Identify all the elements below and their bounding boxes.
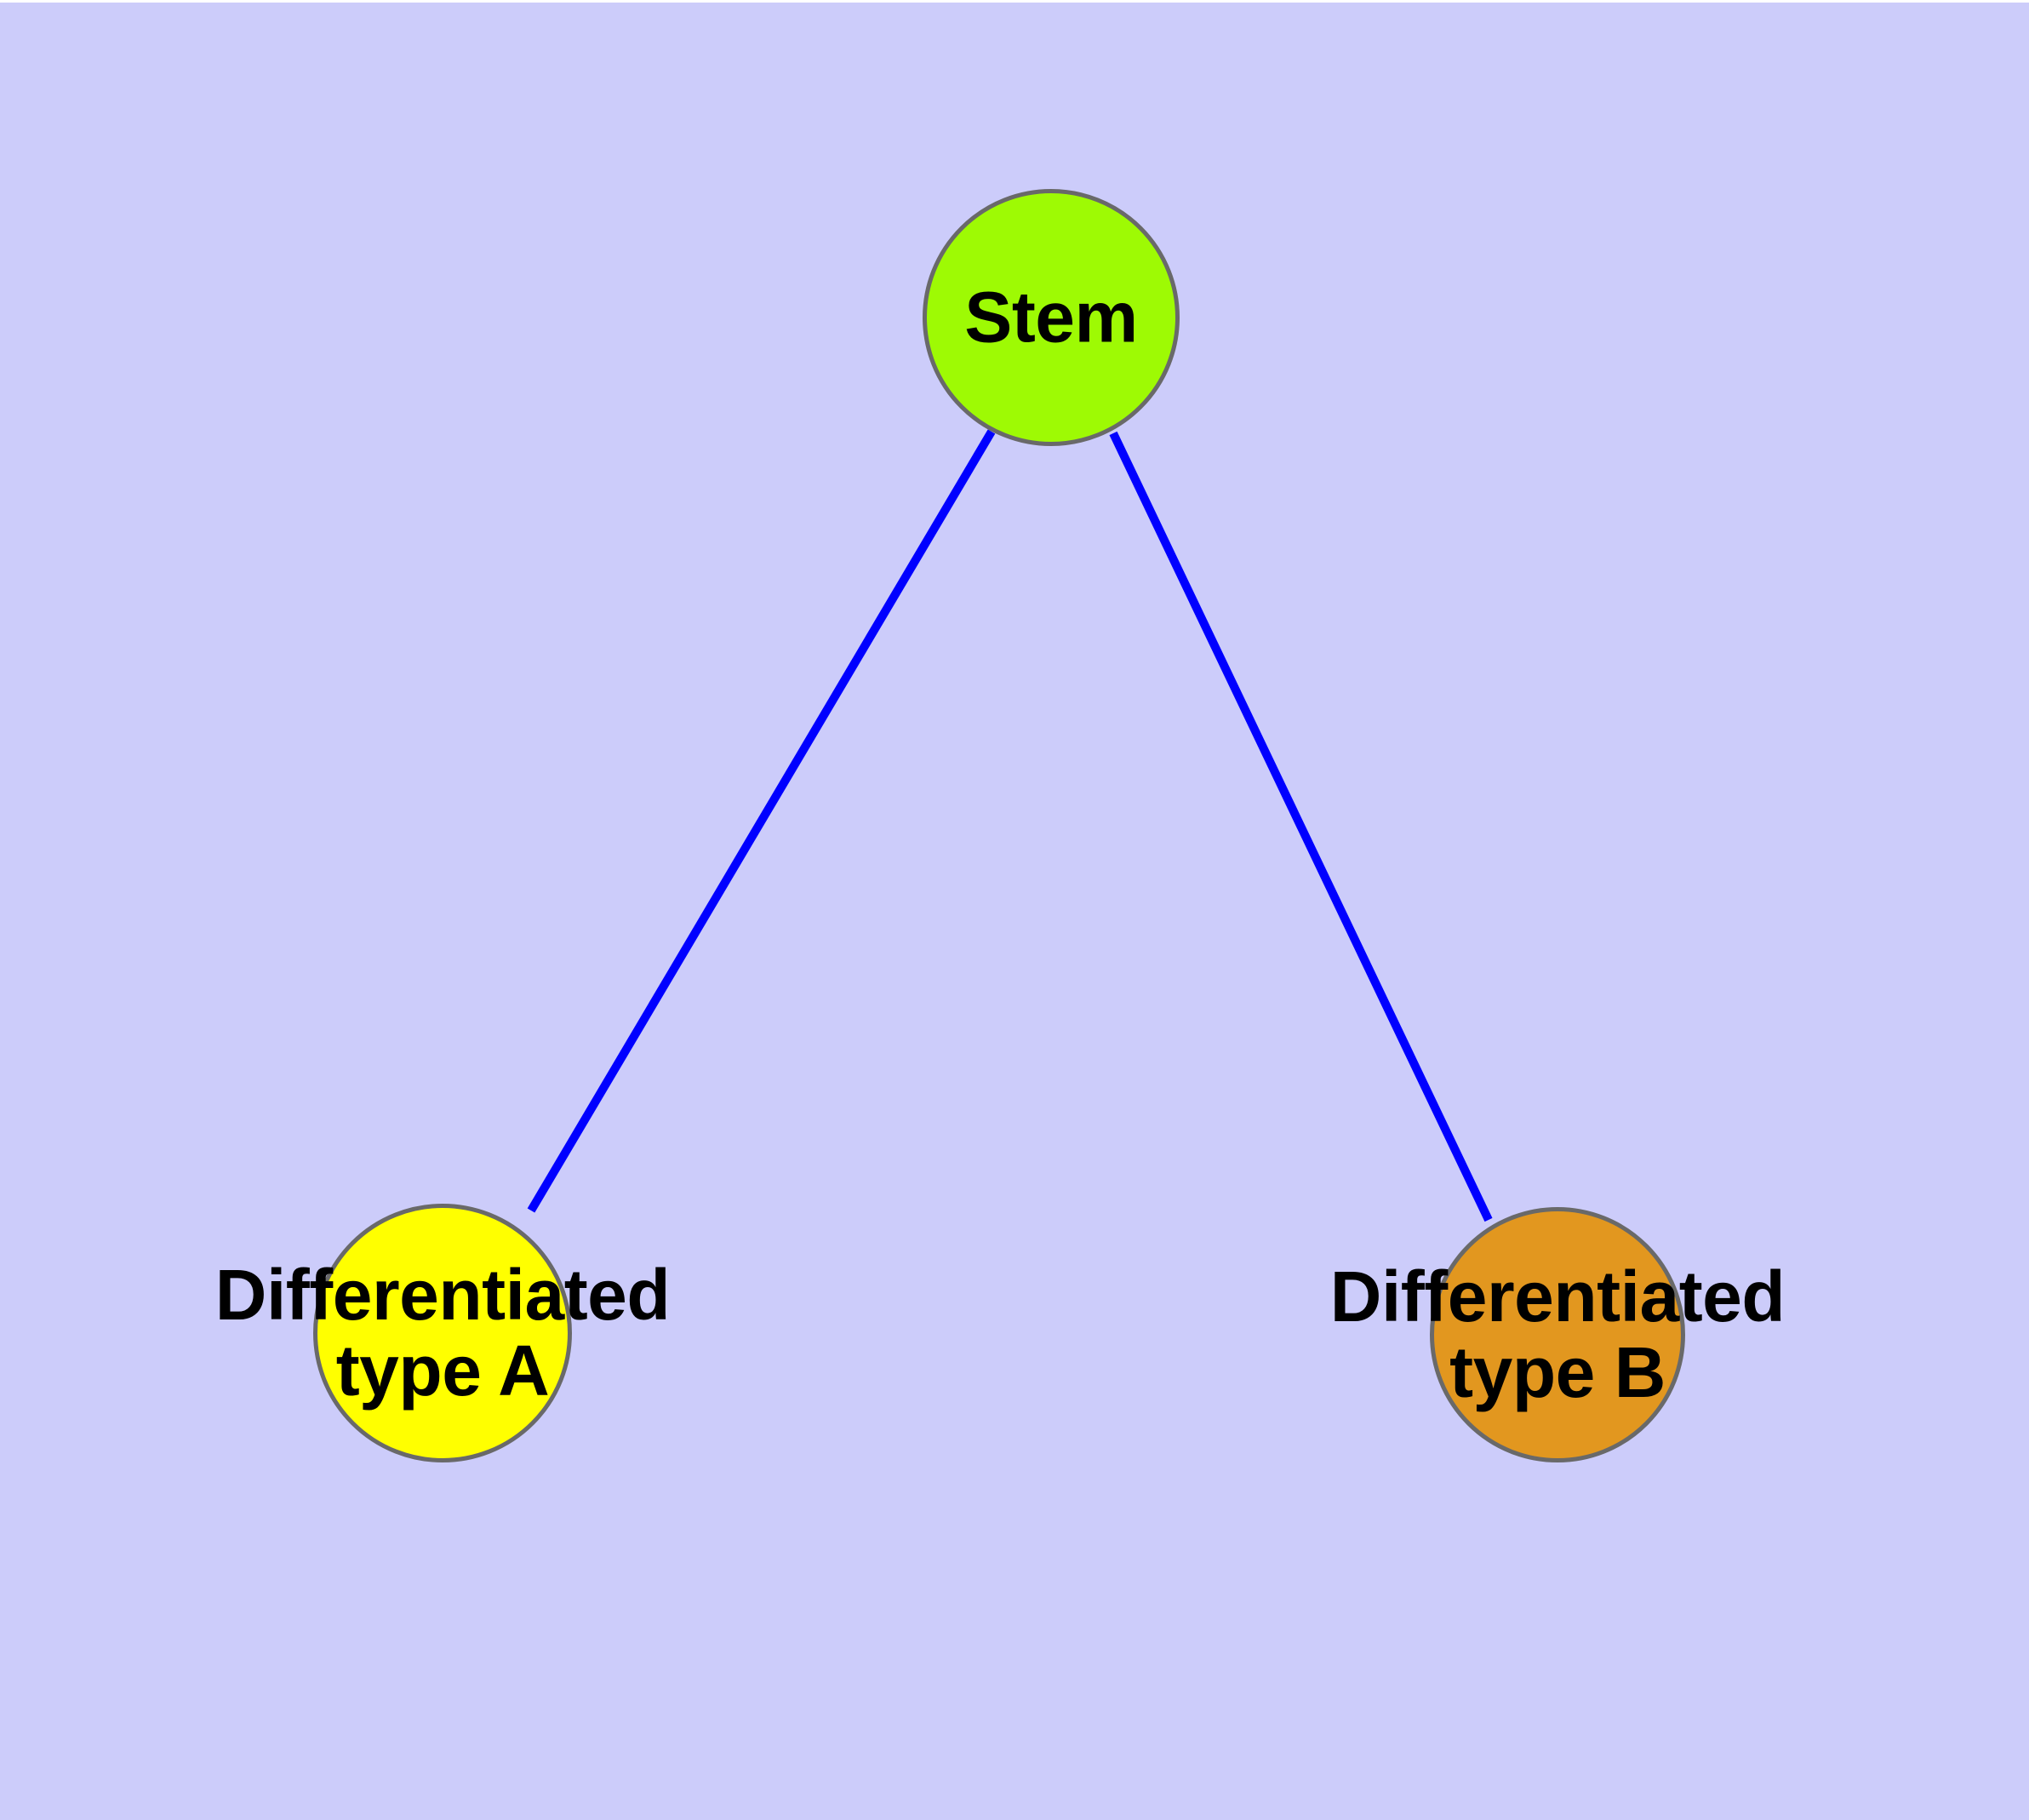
node-differentiated-type-b[interactable]: [1430, 1207, 1685, 1462]
node-layer: [313, 189, 1685, 1462]
node-differentiated-type-a[interactable]: [313, 1204, 572, 1462]
edge-stem-to-differentiated-type-a: [527, 429, 996, 1213]
node-stem[interactable]: [923, 189, 1180, 446]
edge-stem-to-differentiated-type-b: [1109, 431, 1493, 1222]
edge-layer: [527, 429, 1493, 1222]
